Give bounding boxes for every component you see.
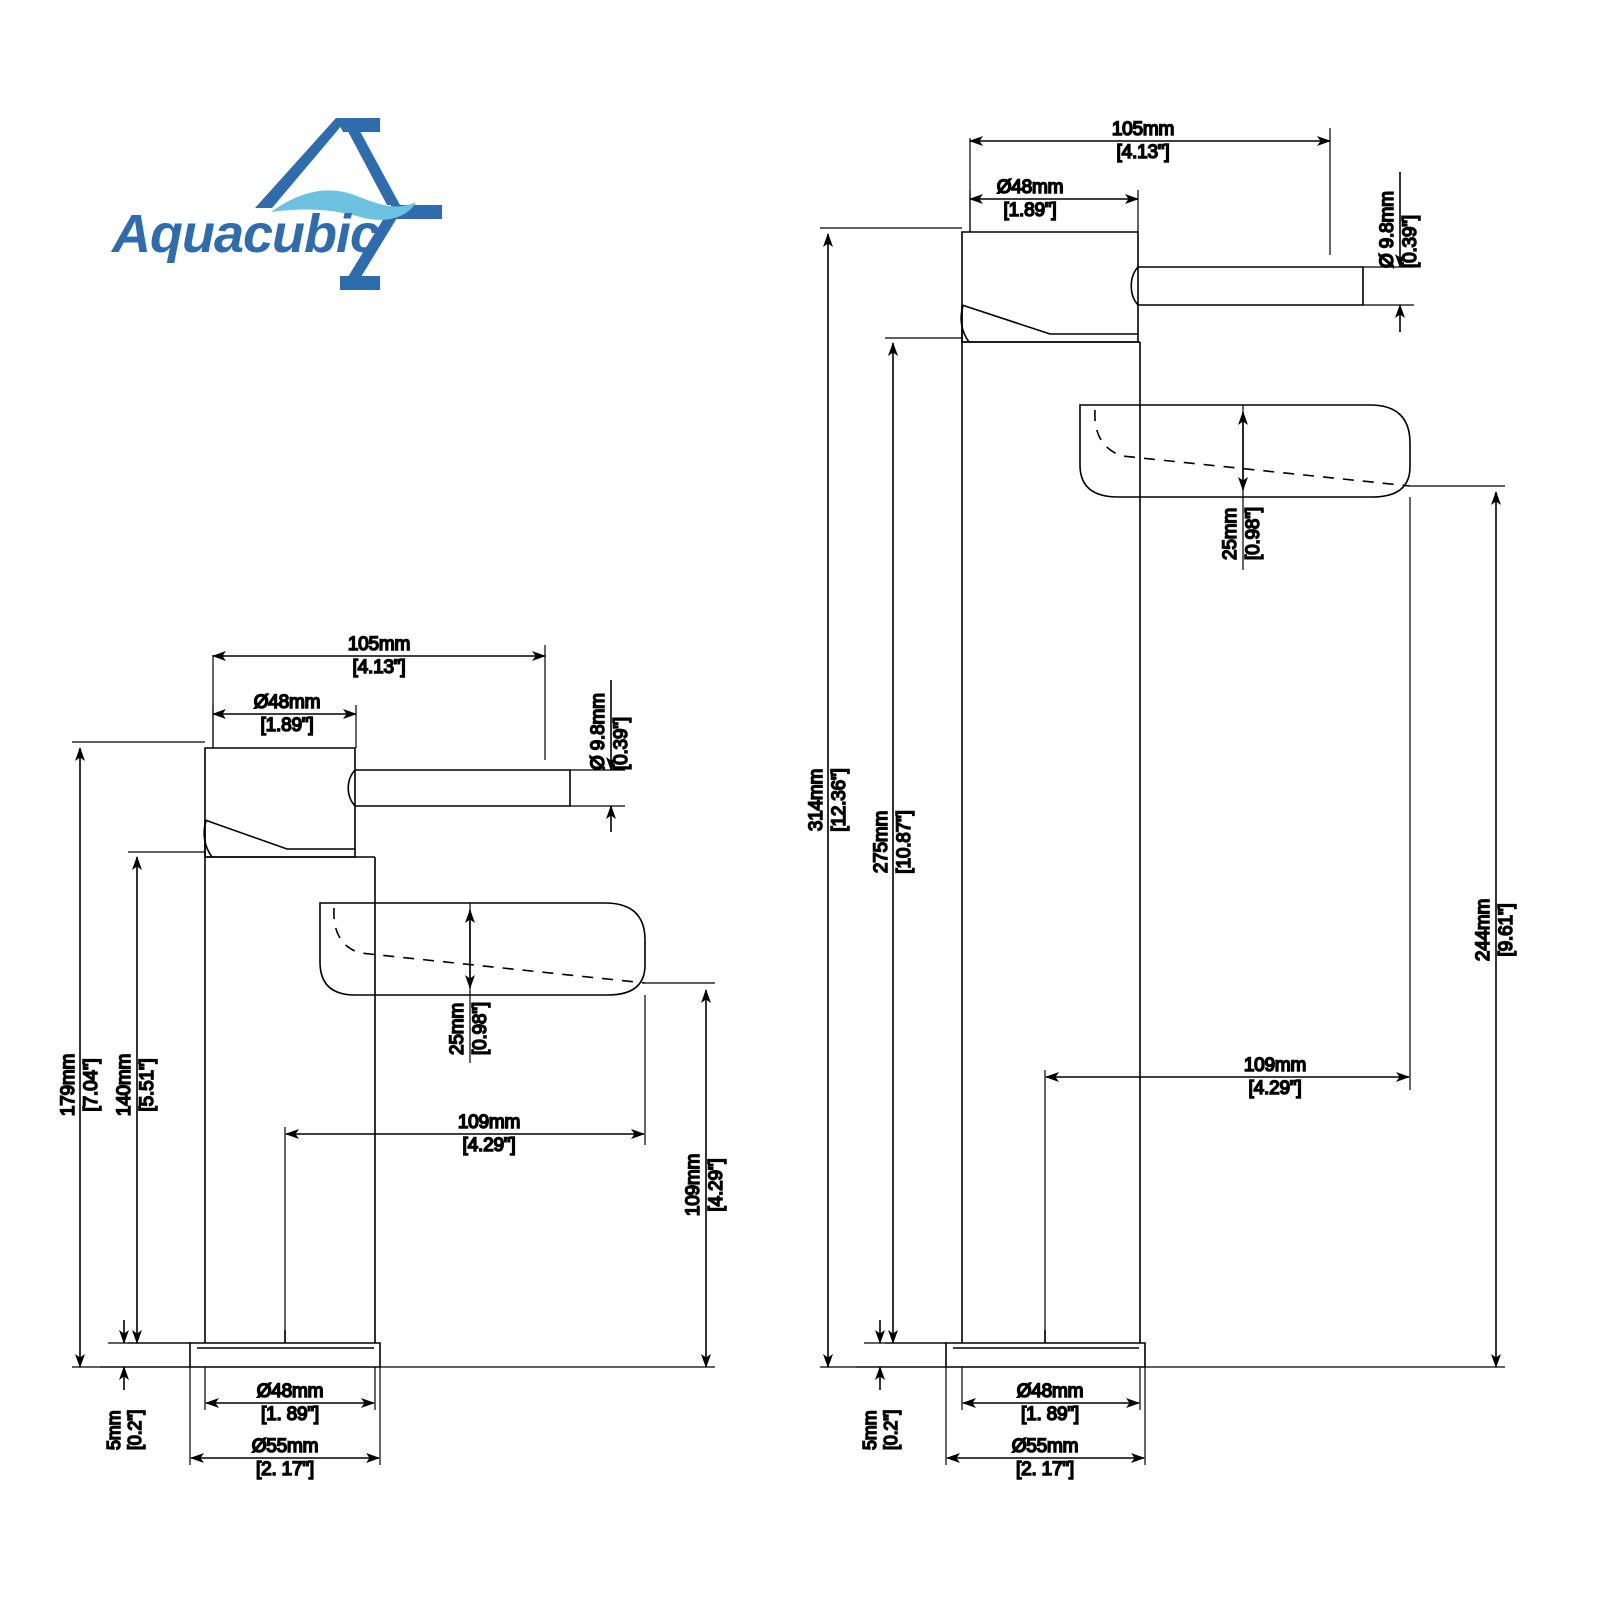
right-dim-314-inch: [12.36"]: [829, 768, 850, 831]
right-dim-d98-mm: Ø 9.8mm: [1377, 191, 1398, 268]
left-base-plate: [189, 1342, 381, 1368]
left-dim-d55-inch: [2. 17"]: [256, 1459, 314, 1480]
right-dim-d48-top-inch: [1.89"]: [1004, 200, 1057, 221]
left-dim-d55: [189, 1367, 381, 1465]
right-dim-5: [856, 1320, 946, 1390]
right-dim-5-mm: 5mm: [860, 1411, 880, 1450]
right-spout-outline: [1079, 404, 1411, 498]
left-spout-hidden-line: [333, 907, 646, 984]
right-dim-d55-mm: Ø55mm: [1012, 1436, 1079, 1457]
left-body-column: [204, 857, 376, 1343]
left-dim-d98: [570, 680, 625, 832]
logo-mark-icon: [255, 118, 442, 290]
left-dim-d98-inch: [0.39"]: [611, 717, 632, 770]
left-dim-25-mm: 25mm: [447, 1003, 468, 1055]
left-dim-109-h: [284, 995, 646, 1343]
left-dim-105-mm: 105mm: [348, 634, 410, 655]
right-dim-d48-top-mm: Ø48mm: [997, 177, 1064, 198]
left-dim-109h-mm: 109mm: [458, 1112, 520, 1133]
left-dim-179-inch: [7.04"]: [81, 1059, 102, 1112]
right-dim-d98: [1363, 172, 1414, 332]
logo-wordmark: Aquacubic: [110, 204, 380, 264]
left-dim-179-mm: 179mm: [58, 1054, 79, 1116]
left-dim-5: [100, 1320, 190, 1390]
right-dim-d55-inch: [2. 17"]: [1016, 1459, 1074, 1480]
right-dim-109-h: [1044, 497, 1411, 1343]
right-dim-d48-base-mm: Ø48mm: [1017, 1381, 1084, 1402]
left-lever-arc: [203, 820, 213, 858]
right-dim-275-inch: [10.87"]: [894, 810, 915, 873]
left-dim-d48-base-mm: Ø48mm: [257, 1381, 324, 1402]
left-dim-179: [72, 741, 205, 1368]
left-dim-d48-base-inch: [1. 89"]: [261, 1404, 319, 1425]
right-dim-d55: [945, 1367, 1146, 1465]
left-spout-outline: [319, 902, 646, 996]
left-dim-d48-top: [212, 705, 357, 748]
right-dim-314-mm: 314mm: [806, 769, 827, 831]
left-dim-140-inch: [5.51"]: [137, 1059, 158, 1112]
right-dim-25-inch: [0.98"]: [1243, 507, 1264, 560]
left-dim-d98-mm: Ø 9.8mm: [588, 693, 609, 770]
right-dim-244: [1145, 485, 1505, 1368]
right-dim-d48-base: [961, 1367, 1141, 1410]
right-lever-underside: [961, 304, 1138, 335]
right-lever-arc: [960, 305, 970, 343]
left-dim-5-inch: [0.2"]: [125, 1410, 145, 1450]
right-dim-25-mm: 25mm: [1220, 508, 1241, 560]
left-dim-109v-mm: 109mm: [683, 1154, 704, 1216]
left-dim-109h-inch: [4.29"]: [463, 1135, 516, 1156]
right-dim-109h-mm: 109mm: [1244, 1055, 1306, 1076]
left-dim-d48-base: [204, 1367, 376, 1410]
left-lever-underside: [204, 819, 355, 850]
left-handle-cap-arc: [347, 769, 356, 807]
left-dim-5-mm: 5mm: [104, 1411, 124, 1450]
left-dim-d48-top-mm: Ø48mm: [254, 692, 321, 713]
left-dim-140-mm: 140mm: [114, 1054, 135, 1116]
right-dim-105-inch: [4.13"]: [1117, 142, 1170, 163]
aquacubic-logo: Aquacubic: [108, 100, 468, 290]
right-cap-body: [961, 231, 1139, 343]
right-dim-5-inch: [0.2"]: [881, 1410, 901, 1450]
right-dim-d48-base-inch: [1. 89"]: [1021, 1404, 1079, 1425]
right-spout-hidden-line: [1094, 409, 1411, 487]
left-dim-105-inch: [4.13"]: [353, 657, 406, 678]
left-dim-d48-top-inch: [1.89"]: [261, 715, 314, 736]
right-dim-109h-inch: [4.29"]: [1249, 1078, 1302, 1099]
left-dim-109-v: [380, 982, 715, 1368]
left-cap-body: [204, 747, 356, 858]
left-dim-25-inch: [0.98"]: [470, 1002, 491, 1055]
right-handle-cap-arc: [1130, 266, 1139, 306]
left-dim-109v-inch: [4.29"]: [706, 1159, 727, 1212]
right-dim-244-mm: 244mm: [1473, 899, 1494, 961]
right-view-geometry: [945, 231, 1411, 1368]
left-handle-bar: [355, 769, 571, 807]
left-view-geometry: [189, 747, 646, 1368]
right-handle-bar: [1138, 266, 1364, 306]
right-dim-d98-inch: [0.39"]: [1400, 215, 1421, 268]
right-dim-105-mm: 105mm: [1112, 119, 1174, 140]
right-body-column: [961, 342, 1141, 1343]
left-dim-d55-mm: Ø55mm: [252, 1436, 319, 1457]
right-dim-244-inch: [9.61"]: [1496, 904, 1517, 957]
right-dim-275-mm: 275mm: [871, 811, 892, 873]
right-base-plate: [945, 1342, 1146, 1368]
right-dim-d48-top: [969, 190, 1139, 232]
